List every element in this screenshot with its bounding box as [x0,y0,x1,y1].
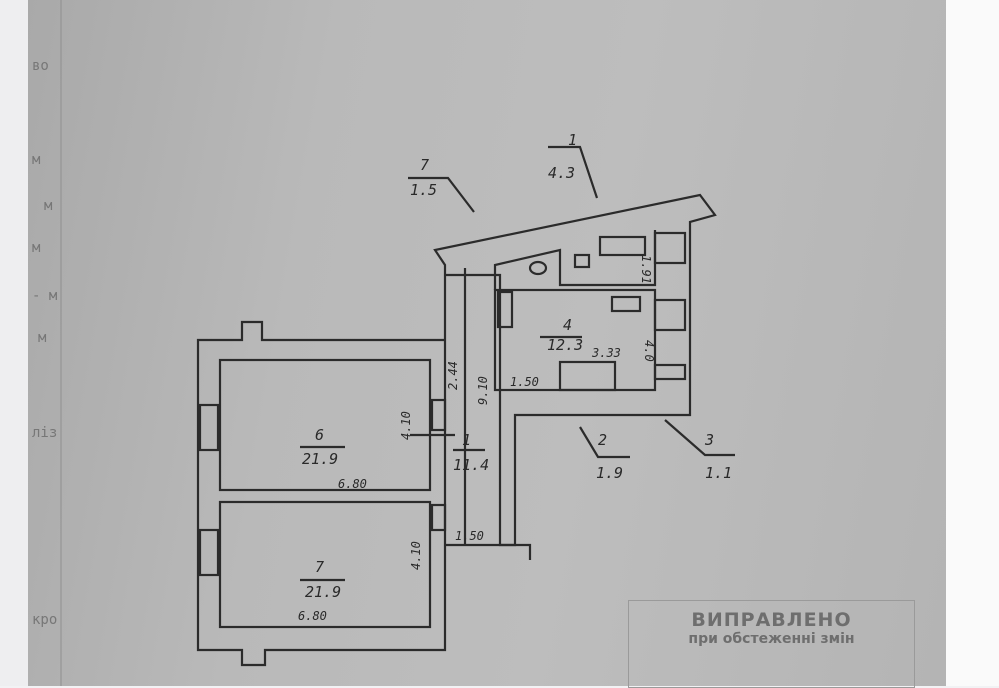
room-label-num: 6 [315,426,324,444]
page-fold-edge [60,0,62,686]
room-label-area: 11.4 [453,456,489,474]
dimension: 6.80 [298,609,327,623]
margin-text: м [32,240,41,256]
dimension: 4.10 [409,541,423,570]
dimension: 2.44 [446,361,460,390]
room-label-area: 21.9 [305,583,341,601]
room-label-num: 4 [563,316,572,334]
room-label-area: 12.3 [547,336,583,354]
room-label-num: 1 [462,431,471,449]
margin-text: м [32,152,41,168]
dimension: 6.80 [338,477,367,491]
room-label-area: 1.9 [596,464,623,482]
room-label-num: 7 [420,156,429,174]
right-page-margin [946,0,999,686]
room-label-num: 7 [315,558,324,576]
correction-stamp: ВИПРАВЛЕНО при обстеженні змін [628,600,915,688]
room-label-num: 1 [568,131,577,149]
margin-text: во [32,58,49,74]
room-label-area: 4.3 [548,164,575,182]
margin-text: кро [32,612,58,628]
dimension: 1.91 [639,255,653,284]
dimension: 3.33 [591,346,621,360]
margin-text: м [44,198,53,214]
dimension: 9.10 [476,376,490,405]
dimension: 4.0 [642,340,656,362]
floor-plan-scan [28,0,946,686]
room-label-num: 3 [704,431,714,449]
left-page-margin [0,0,28,686]
stamp-subtitle: при обстеженні змін [688,631,855,647]
room-label-area: 21.9 [302,450,338,468]
margin-text: м [38,330,47,346]
room-label-area: 1.1 [705,464,732,482]
dimension: 1.50 [510,375,539,389]
dimension: 4.10 [399,411,413,440]
margin-text: ліз [32,425,58,441]
room-label-num: 2 [598,431,607,449]
room-label-area: 1.5 [410,181,437,199]
walls [196,145,735,667]
dimension: 1.50 [455,529,484,543]
stamp-title: ВИПРАВЛЕНО [691,609,852,631]
margin-text: - м [32,288,58,304]
